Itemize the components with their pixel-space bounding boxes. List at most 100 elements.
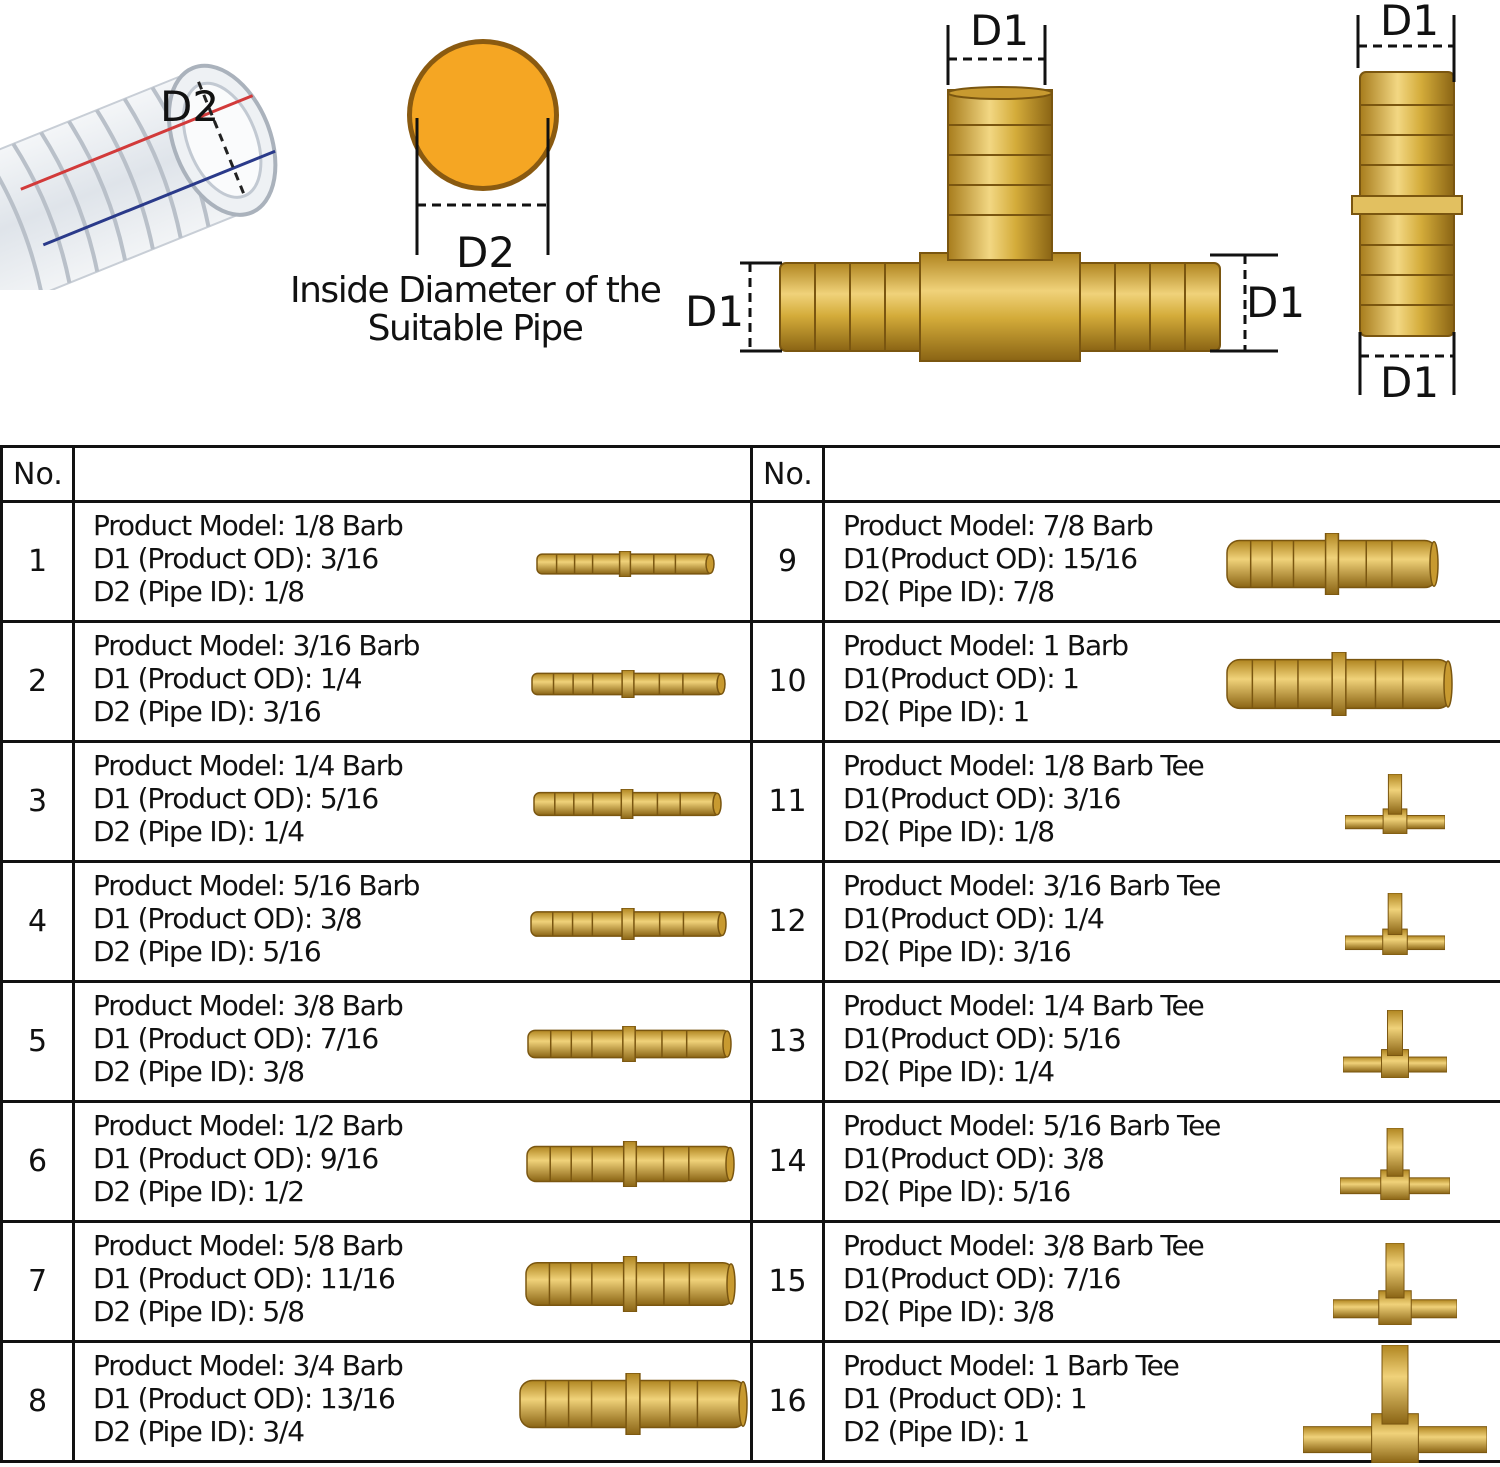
product-od-text: D1 (Product OD): 1/4	[93, 662, 363, 695]
tee-barb-icon	[1345, 892, 1445, 955]
product-od-text: D1 (Product OD): 5/16	[93, 782, 379, 815]
pipe-id-text: D2 (Pipe ID): 3/8	[93, 1055, 305, 1088]
product-model-text: Product Model: 1/8 Barb	[93, 509, 404, 542]
product-model-text: Product Model: 7/8 Barb	[843, 509, 1154, 542]
header-no-left: No.	[0, 445, 75, 503]
circle-d2-label: D2	[456, 228, 516, 277]
product-od-text: D1 (Product OD): 7/16	[93, 1022, 379, 1055]
hose-d2-label: D2	[160, 82, 220, 131]
pipe-id-text: D2( Pipe ID): 7/8	[843, 575, 1055, 608]
caption-line-2: Suitable Pipe	[367, 308, 584, 349]
product-model-text: Product Model: 3/8 Barb Tee	[843, 1229, 1205, 1262]
tee-barb-icon	[1303, 1344, 1487, 1463]
straight-barb-icon	[529, 907, 727, 940]
product-od-text: D1 (Product OD): 13/16	[93, 1382, 396, 1415]
pipe-id-text: D2( Pipe ID): 3/8	[843, 1295, 1055, 1328]
pipe-id-text: D2 (Pipe ID): 5/16	[93, 935, 322, 968]
clear-hose-icon	[0, 63, 278, 290]
straight-barb-icon	[530, 669, 726, 698]
straight-barb-icon	[535, 550, 715, 577]
pipe-id-text: D2( Pipe ID): 1	[843, 695, 1030, 728]
product-model-text: Product Model: 1/2 Barb	[93, 1109, 404, 1142]
row-number: 15	[750, 1220, 825, 1343]
product-model-text: Product Model: 1 Barb	[843, 629, 1129, 662]
straight-barb-icon	[1225, 532, 1439, 595]
product-model-text: Product Model: 5/8 Barb	[93, 1229, 404, 1262]
straight-top-d1-label: D1	[1380, 0, 1440, 45]
straight-barb-icon	[518, 1372, 749, 1435]
product-model-text: Product Model: 1/8 Barb Tee	[843, 749, 1205, 782]
product-od-text: D1(Product OD): 1/4	[843, 902, 1105, 935]
pipe-id-text: D2( Pipe ID): 3/16	[843, 935, 1072, 968]
pipe-id-text: D2( Pipe ID): 1/8	[843, 815, 1055, 848]
product-model-text: Product Model: 5/16 Barb Tee	[843, 1109, 1221, 1142]
tee-right-d1-label: D1	[1246, 278, 1306, 327]
tee-barb-icon	[1333, 1242, 1457, 1325]
product-od-text: D1 (Product OD): 9/16	[93, 1142, 379, 1175]
row-number: 7	[0, 1220, 75, 1343]
product-od-text: D1 (Product OD): 1	[843, 1382, 1088, 1415]
product-od-text: D1 (Product OD): 3/16	[93, 542, 379, 575]
row-number: 4	[0, 860, 75, 983]
row-number: 2	[0, 620, 75, 743]
pipe-id-text: D2( Pipe ID): 1/4	[843, 1055, 1055, 1088]
product-od-text: D1(Product OD): 7/16	[843, 1262, 1121, 1295]
straight-barb-icon	[1225, 651, 1453, 716]
row-number: 8	[0, 1340, 75, 1463]
row-number: 1	[0, 500, 75, 623]
product-model-text: Product Model: 3/4 Barb	[93, 1349, 404, 1382]
pipe-id-text: D2( Pipe lD): 5/16	[843, 1175, 1071, 1208]
tee-barb-icon	[1345, 773, 1445, 834]
product-od-text: D1(Product OD): 3/16	[843, 782, 1121, 815]
row-number: 16	[750, 1340, 825, 1463]
row-number: 3	[0, 740, 75, 863]
pipe-id-text: D2 (Pipe ID): 3/16	[93, 695, 322, 728]
product-model-text: Product Model: 3/8 Barb	[93, 989, 404, 1022]
tee-top-d1-label: D1	[970, 6, 1030, 55]
pipe-id-text: D2 (Pipe ID): 5/8	[93, 1295, 305, 1328]
straight-barb-icon	[524, 1255, 737, 1312]
row-number: 13	[750, 980, 825, 1103]
product-od-text: D1(Product OD): 3/8	[843, 1142, 1105, 1175]
row-number: 11	[750, 740, 825, 863]
header-desc-right	[822, 445, 1500, 503]
row-number: 6	[0, 1100, 75, 1223]
straight-fitting-icon	[1351, 15, 1463, 395]
product-model-text: Product Model: 1 Barb Tee	[843, 1349, 1180, 1382]
dimension-diagram: D2 D2 Inside Diameter of the Suitable Pi…	[0, 0, 1500, 440]
product-model-text: Product Model: 1/4 Barb	[93, 749, 404, 782]
product-model-text: Product Model: 3/16 Barb	[93, 629, 420, 662]
pipe-id-text: D2 (Pipe ID): 1	[843, 1415, 1030, 1448]
